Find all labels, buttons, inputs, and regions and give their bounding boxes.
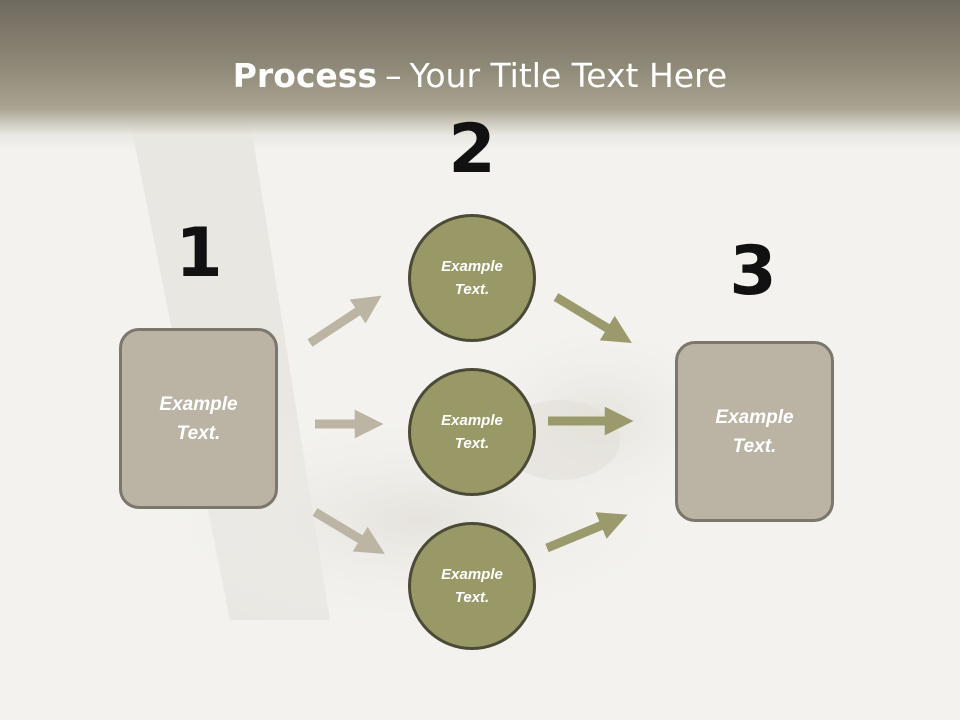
node-top-text: Example Text. — [441, 258, 503, 298]
arrow-top-to-right — [553, 293, 632, 343]
node-right-box: Example Text. — [675, 341, 834, 522]
node-bottom-circle: Example Text. — [408, 522, 536, 650]
node-left-text: Example Text. — [159, 393, 238, 444]
arrow-left-to-top — [307, 295, 382, 347]
node-left-box: Example Text. — [119, 328, 278, 509]
node-top-circle: Example Text. — [408, 214, 536, 342]
node-bottom-text: Example Text. — [441, 566, 503, 606]
node-middle-text: Example Text. — [441, 412, 503, 452]
title-dash: – — [385, 56, 402, 95]
arrow-bottom-to-right — [545, 512, 628, 553]
title-bar — [0, 0, 960, 150]
title-rest: Your Title Text Here — [409, 56, 728, 95]
arrow-left-to-bottom — [312, 508, 385, 554]
step-number-1: 1 — [175, 214, 223, 293]
title-strong: Process — [232, 56, 378, 95]
node-middle-circle: Example Text. — [408, 368, 536, 496]
page-title: Process–Your Title Text Here — [0, 54, 960, 98]
node-right-text: Example Text. — [715, 406, 794, 457]
step-number-2: 2 — [448, 110, 496, 189]
step-number-3: 3 — [729, 232, 777, 311]
